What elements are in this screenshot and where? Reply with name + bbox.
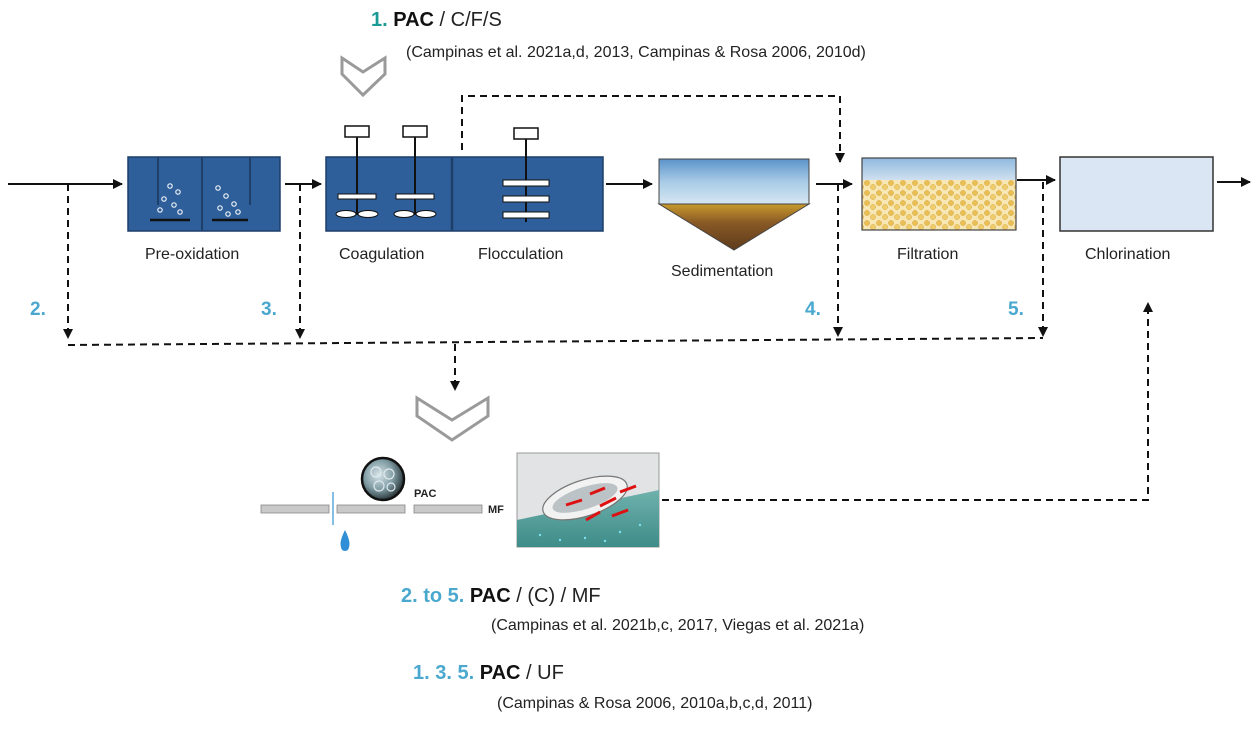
preoxidation-tank [127,156,281,232]
coagulation-flocculation-tank [325,125,604,232]
process-label: / UF [520,662,564,684]
chevron-down-icon [340,55,387,98]
dosing-point-4: 4. [805,299,821,320]
water-drop-icon [340,530,350,551]
option-mf-reference: (Campinas et al. 2021b,c, 2017, Viegas e… [491,617,865,634]
pac-label: PAC [469,585,511,607]
stage-label-flocculation: Flocculation [478,246,564,263]
option-1-heading: 1. PAC / C/F/S [371,9,502,32]
chevron-down-icon [415,395,490,442]
process-label: / C/F/S [434,9,502,31]
flocculator-icon [502,127,550,222]
option-1-reference: (Campinas et al. 2021a,d, 2013, Campinas… [406,44,866,61]
sedimentation-tank [657,158,811,251]
process-label: / (C) / MF [510,585,601,607]
option-uf-reference: (Campinas & Rosa 2006, 2010a,b,c,d, 2011… [497,695,813,712]
pac-label: PAC [393,9,434,31]
option-number: 2. to 5. [401,585,465,607]
dosing-lines [63,95,1153,501]
stage-label-sedimentation: Sedimentation [671,263,774,280]
filtration-tank [861,157,1017,231]
stage-label-chlorination: Chlorination [1085,246,1171,263]
stage-label-preoxidation: Pre-oxidation [145,246,240,263]
membrane-mf-label: MF [488,504,504,516]
option-number: 1. [371,9,388,31]
dosing-point-2: 2. [30,299,46,320]
dosing-point-3: 3. [261,299,277,320]
mixer-icon [335,125,379,218]
option-number: 1. 3. 5. [413,662,475,684]
stage-label-filtration: Filtration [897,246,959,263]
chlorination-tank [1059,156,1214,232]
mixer-icon [393,125,437,218]
membrane-pac-label: PAC [414,488,437,500]
option-mf-heading: 2. to 5. PAC / (C) / MF [401,585,601,608]
dosing-point-5: 5. [1008,299,1024,320]
membrane-module-image [516,452,660,548]
pac-particle-icon [360,456,406,502]
pac-label: PAC [479,662,521,684]
option-uf-heading: 1. 3. 5. PAC / UF [413,662,564,685]
flow-arrows [8,175,1251,189]
membrane-schematic [260,456,483,551]
stage-label-coagulation: Coagulation [339,246,425,263]
